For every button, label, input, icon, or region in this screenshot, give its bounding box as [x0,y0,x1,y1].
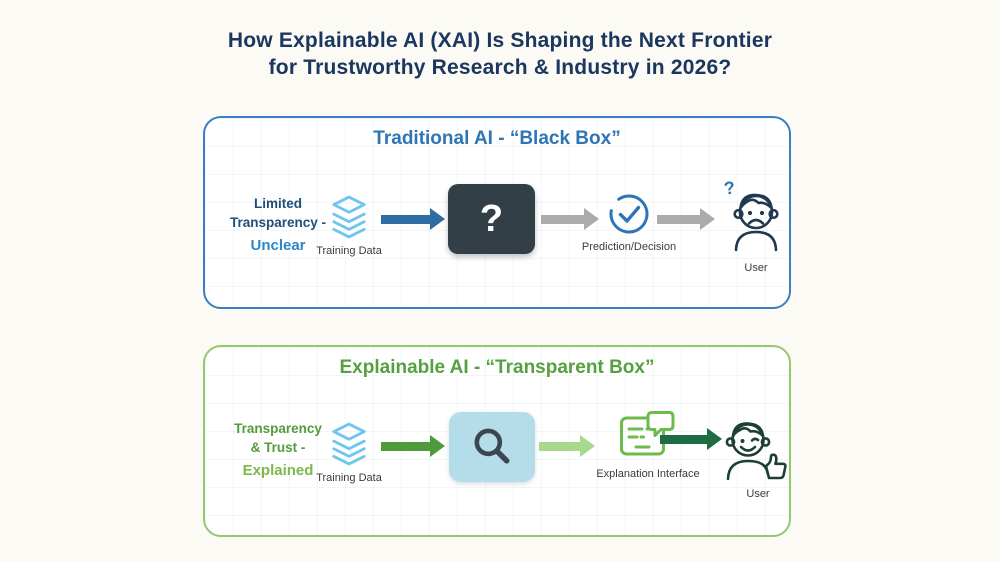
side-label-line: & Trust - [250,440,306,455]
transparent-box-model [449,412,535,482]
sad-person-icon [733,193,779,252]
training-data-label: Training Data [316,245,382,257]
arrow-shaft [657,214,700,224]
flow-arrow [541,207,599,231]
arrow-shaft [539,441,580,451]
arrow-shaft [381,441,430,451]
user-question-mark: ? [722,177,737,199]
flow-arrow [381,207,445,231]
step-user-happy: User [717,415,799,500]
flow-arrow [657,207,715,231]
arrow-head [700,208,715,230]
arrow-head [584,208,599,230]
page-title-line2: for Trustworthy Research & Industry in 2… [268,56,732,79]
check-circle-icon [609,194,649,234]
interface-label: Explanation Interface [596,468,700,480]
side-label-emphasis: Unclear [250,237,306,254]
layers-stack-icon [332,422,366,466]
explainable-side-label: Transparency & Trust - Explained [211,419,345,480]
step-user-confused: ? User [721,177,791,274]
side-label-emphasis: Explained [242,462,314,479]
step-training-data: Training Data [305,421,393,484]
magnifier-icon [474,428,510,464]
arrow-head [707,428,722,450]
step-training-data: Training Data [305,194,393,257]
arrow-head [430,208,445,230]
traditional-panel-title: Traditional AI - “Black Box” [373,128,621,149]
screen-chat-icon [620,411,675,456]
arrow-shaft [660,434,707,444]
arrow-shaft [381,214,430,224]
confused-user-wrap: ? [723,177,784,257]
prediction-label: Prediction/Decision [581,241,677,253]
step-explanation-interface: Explanation Interface [589,409,707,480]
side-label-line: Transparency [234,421,322,436]
user-label: User [746,488,770,500]
question-mark: ? [479,198,504,240]
side-label-line: Transparency - [229,215,327,230]
layers-stack-icon [332,195,366,239]
user-label: User [744,262,768,274]
arrow-shaft [541,214,584,224]
explainable-ai-panel: Explainable AI - “Transparent Box” Trans… [203,345,791,537]
flow-arrow [660,427,722,451]
page-title-line1: How Explainable AI (XAI) Is Shaping the … [227,29,773,52]
flow-arrow [381,434,445,458]
page-title: How Explainable AI (XAI) Is Shaping the … [0,27,1000,81]
black-box-model: ? [448,184,535,254]
explainable-panel-title: Explainable AI - “Transparent Box” [339,357,655,378]
arrow-head [580,435,595,457]
flow-arrow [539,434,595,458]
person-thumbs-up-icon [725,422,787,481]
arrow-head [430,435,445,457]
traditional-ai-panel: Traditional AI - “Black Box” Limited Tra… [203,116,791,309]
traditional-side-label: Limited Transparency - Unclear [211,194,345,255]
side-label-line: Limited [253,196,302,211]
step-prediction: Prediction/Decision [573,192,685,253]
training-data-label: Training Data [316,472,382,484]
